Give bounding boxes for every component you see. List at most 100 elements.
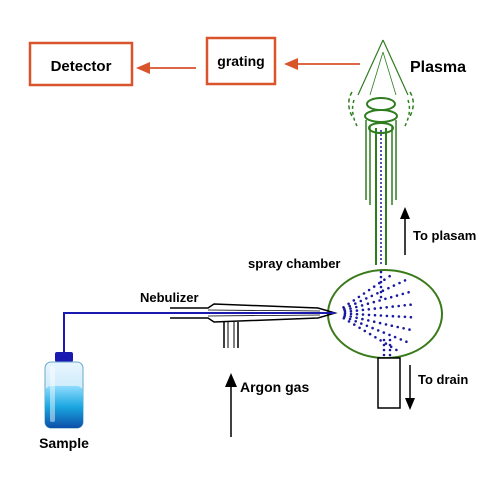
droplet: [378, 321, 382, 325]
droplet: [373, 307, 377, 310]
droplet: [383, 278, 386, 282]
droplet: [382, 343, 386, 347]
droplet: [388, 274, 391, 278]
droplet: [354, 320, 358, 323]
plasma-flame: [357, 39, 409, 96]
droplet: [409, 315, 413, 319]
droplet: [374, 336, 377, 339]
sample-label: Sample: [39, 435, 89, 451]
droplet: [385, 306, 389, 309]
droplet: [398, 281, 401, 285]
droplet: [372, 285, 376, 288]
droplet: [347, 302, 350, 306]
arrow-grating-to-detector: [136, 62, 196, 74]
droplet: [379, 280, 383, 284]
droplet: [376, 292, 379, 295]
droplet: [384, 342, 388, 345]
droplet: [393, 335, 397, 339]
droplet: [392, 284, 396, 287]
droplet: [367, 313, 371, 317]
droplet: [370, 294, 374, 298]
droplet: [366, 302, 370, 306]
droplet: [349, 312, 353, 316]
droplet: [360, 322, 363, 325]
droplet: [409, 303, 412, 307]
droplet: [353, 323, 356, 326]
torch: [348, 91, 414, 265]
droplet: [355, 309, 359, 312]
droplet: [372, 320, 376, 324]
droplet: [358, 326, 361, 330]
droplet: [382, 353, 386, 357]
droplet: [372, 300, 376, 304]
droplet: [365, 324, 369, 328]
spray-droplets: [342, 270, 413, 362]
droplet: [367, 288, 371, 292]
droplet: [361, 313, 365, 316]
droplet: [389, 295, 393, 299]
droplet: [388, 333, 391, 337]
spray-chamber-label: spray chamber: [248, 256, 341, 271]
droplet: [384, 297, 387, 301]
droplet: [365, 297, 368, 300]
droplet: [354, 302, 357, 305]
droplet: [396, 325, 400, 329]
droplet: [378, 299, 381, 302]
droplet: [361, 317, 364, 321]
droplet: [348, 304, 352, 308]
droplet: [395, 348, 398, 352]
droplet: [347, 320, 351, 323]
droplet: [388, 348, 392, 352]
droplet: [379, 275, 383, 279]
droplet: [397, 315, 401, 318]
droplet: [402, 327, 405, 330]
droplet: [355, 312, 359, 316]
droplet: [359, 299, 363, 303]
droplet: [388, 353, 392, 357]
droplet: [348, 317, 352, 321]
sample-bottle: [44, 352, 84, 429]
droplet: [355, 316, 358, 320]
droplet: [381, 289, 385, 293]
droplet: [395, 294, 399, 297]
droplet: [376, 329, 380, 332]
to-drain-label: To drain: [418, 372, 468, 387]
droplet: [397, 304, 401, 308]
droplet: [403, 279, 407, 282]
droplet: [379, 270, 383, 274]
droplet: [367, 308, 371, 311]
droplet: [379, 285, 383, 289]
detector-label: Detector: [51, 58, 112, 75]
to-plasma-arrow: [400, 207, 410, 255]
droplet: [403, 304, 407, 307]
droplet: [363, 329, 367, 333]
droplet: [357, 295, 361, 299]
droplet: [405, 340, 408, 344]
droplet: [408, 328, 411, 331]
droplet: [349, 309, 353, 313]
droplet: [388, 343, 392, 347]
droplet: [382, 348, 386, 352]
droplet: [379, 290, 383, 294]
droplet: [367, 319, 370, 322]
droplet: [349, 315, 353, 318]
droplet: [379, 295, 383, 299]
droplet: [349, 307, 352, 310]
droplet: [391, 305, 395, 308]
droplet: [391, 314, 395, 318]
droplet: [368, 332, 372, 336]
droplet: [379, 314, 383, 317]
droplet: [387, 286, 390, 290]
droplet: [401, 292, 405, 296]
sample-line: [63, 312, 170, 355]
droplet: [382, 338, 386, 342]
drain-tube: [377, 357, 401, 409]
nebulizer: [170, 303, 338, 348]
droplet: [390, 324, 394, 328]
to-plasma-label: To plasam: [413, 228, 476, 243]
droplet: [384, 323, 388, 326]
droplet: [352, 299, 356, 302]
to-drain-arrow: [405, 365, 415, 410]
